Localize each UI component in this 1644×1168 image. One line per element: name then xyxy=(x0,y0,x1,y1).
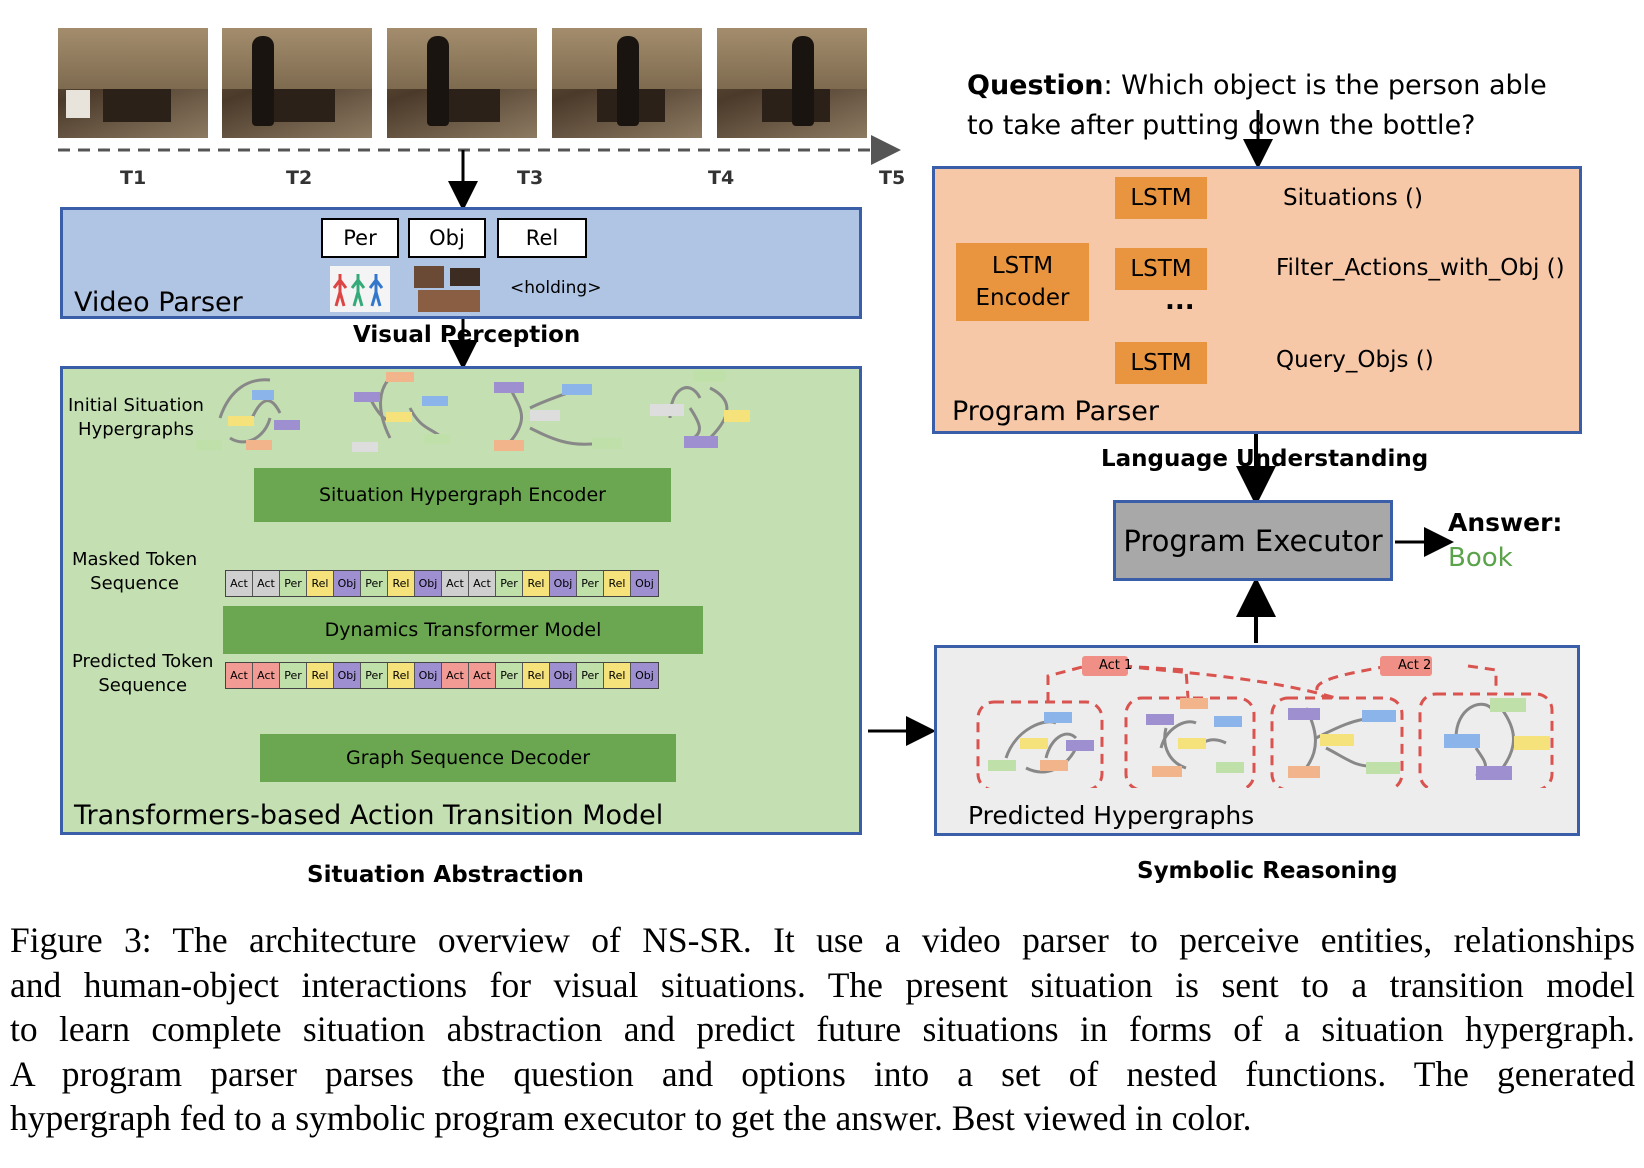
symbolic-reasoning-label: Symbolic Reasoning xyxy=(1137,858,1398,884)
token-per: Per xyxy=(577,663,604,688)
timeline-label-t1: T1 xyxy=(120,167,147,189)
timeline-label-t5: T5 xyxy=(879,167,906,189)
token-per: Per xyxy=(361,571,388,596)
predicted-hypergraphs-title: Predicted Hypergraphs xyxy=(968,801,1255,830)
person-pose-icon xyxy=(330,266,390,312)
video-frame-3 xyxy=(387,28,537,138)
token-act: Act xyxy=(442,571,469,596)
token-per: Per xyxy=(496,663,523,688)
hypergraph-2 xyxy=(368,376,441,439)
program-parser-title: Program Parser xyxy=(952,396,1159,427)
initial-hypergraphs xyxy=(196,370,750,452)
caption-line: Figure 3: The architecture overview of N… xyxy=(10,920,1635,960)
hypergraph-encoder: Situation Hypergraph Encoder xyxy=(254,468,671,522)
visual-perception-label: Visual Perception xyxy=(353,322,581,348)
act-2-label: Act 2 xyxy=(1398,658,1432,673)
token-per: Per xyxy=(577,571,604,596)
token-rel: Rel xyxy=(307,663,334,688)
lstm-encoder: LSTM Encoder xyxy=(956,243,1089,321)
question-body: : Which object is the person able to tak… xyxy=(967,70,1547,141)
program-executor-label: Program Executor xyxy=(1123,523,1383,558)
token-obj: Obj xyxy=(550,571,577,596)
situation-abstraction-label: Situation Abstraction xyxy=(307,862,584,888)
question-text: Question: Which object is the person abl… xyxy=(967,26,1547,146)
act-1-label: Act 1 xyxy=(1099,658,1133,673)
relation-text: <holding> xyxy=(510,278,602,298)
token-per: Per xyxy=(496,571,523,596)
timeline-label-t4: T4 xyxy=(708,167,735,189)
caption-line: A program parser parses the question and… xyxy=(10,1053,1635,1094)
lstm-cell-1: LSTM xyxy=(1115,177,1207,219)
token-act: Act xyxy=(469,571,496,596)
token-rel: Rel xyxy=(388,663,415,688)
act-2-tag xyxy=(1380,656,1432,676)
function-filter-actions: Filter_Actions_with_Obj () xyxy=(1276,255,1565,281)
tag-obj: Obj xyxy=(408,218,486,258)
caption-line: to learn complete situation abstraction … xyxy=(10,1009,1635,1049)
hypergraph-1 xyxy=(218,378,282,444)
initial-hypergraphs-label: Initial Situation Hypergraphs xyxy=(68,395,204,440)
tag-rel: Rel xyxy=(497,218,587,258)
video-frame-4 xyxy=(552,28,702,138)
token-rel: Rel xyxy=(307,571,334,596)
token-obj: Obj xyxy=(631,571,658,596)
video-frame-2 xyxy=(222,28,372,138)
token-per: Per xyxy=(361,663,388,688)
token-per: Per xyxy=(280,571,307,596)
token-obj: Obj xyxy=(631,663,658,688)
transition-model-title: Transformers-based Action Transition Mod… xyxy=(74,800,664,831)
token-rel: Rel xyxy=(604,571,631,596)
token-act: Act xyxy=(226,663,253,688)
answer-label: Answer: xyxy=(1448,508,1563,537)
token-per: Per xyxy=(280,663,307,688)
question-prefix: Question xyxy=(967,70,1104,101)
object-crops-icon xyxy=(414,266,480,312)
token-act: Act xyxy=(226,571,253,596)
dynamics-transformer: Dynamics Transformer Model xyxy=(223,606,703,654)
predicted-sequence-label: Predicted Token Sequence xyxy=(72,651,214,696)
lstm-cell-2: LSTM xyxy=(1115,248,1207,290)
video-frame-5 xyxy=(717,28,867,138)
token-act: Act xyxy=(442,663,469,688)
language-understanding-label: Language Understanding xyxy=(1101,446,1429,472)
caption-line: and human-object interactions for visual… xyxy=(10,964,1635,1005)
token-obj: Obj xyxy=(334,663,361,688)
token-rel: Rel xyxy=(523,571,550,596)
timeline-label-t2: T2 xyxy=(286,167,313,189)
token-obj: Obj xyxy=(334,571,361,596)
answer-value: Book xyxy=(1448,543,1513,573)
figure-caption: Figure 3: The architecture overview of N… xyxy=(10,918,1635,1141)
tag-per: Per xyxy=(321,218,399,258)
lstm-cell-3: LSTM xyxy=(1115,342,1207,384)
program-executor-box: Program Executor xyxy=(1113,500,1393,581)
video-frame-1 xyxy=(58,28,208,138)
video-parser-title: Video Parser xyxy=(74,287,243,318)
token-act: Act xyxy=(253,663,280,688)
graph-sequence-decoder: Graph Sequence Decoder xyxy=(260,734,676,782)
token-obj: Obj xyxy=(550,663,577,688)
token-rel: Rel xyxy=(604,663,631,688)
token-act: Act xyxy=(253,571,280,596)
function-situations: Situations () xyxy=(1283,185,1423,211)
act-1-tag xyxy=(1082,656,1128,676)
token-obj: Obj xyxy=(415,663,442,688)
token-rel: Rel xyxy=(523,663,550,688)
masked-sequence-label: Masked Token Sequence xyxy=(72,549,198,594)
token-obj: Obj xyxy=(415,571,442,596)
timeline-label-t3: T3 xyxy=(517,167,544,189)
function-query-objs: Query_Objs () xyxy=(1276,347,1434,373)
caption-line: hypergraph fed to a symbolic program exe… xyxy=(10,1098,1252,1138)
lstm-ellipsis: ... xyxy=(1165,286,1195,316)
token-rel: Rel xyxy=(388,571,415,596)
predicted-hypergraphs xyxy=(976,656,1554,788)
token-act: Act xyxy=(469,663,496,688)
